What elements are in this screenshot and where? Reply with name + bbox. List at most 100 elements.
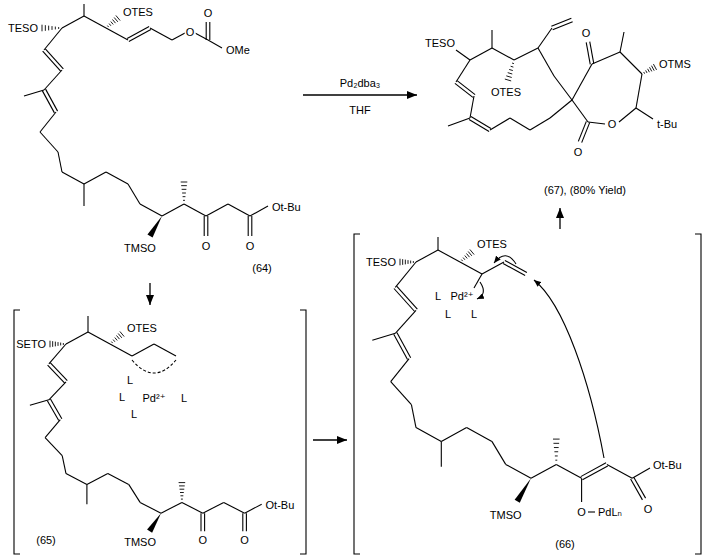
bond [538,48,554,76]
bond [456,60,470,82]
bond [530,118,550,130]
bond [118,333,122,337]
bond [646,70,647,73]
bond [83,184,84,206]
bond [441,428,466,442]
atom-label: O [239,535,250,546]
bracket [300,310,306,554]
bond [509,69,513,70]
bond [511,66,514,68]
bond [116,336,119,340]
bond [413,261,414,263]
bond [437,237,438,250]
bond [44,28,62,50]
atom-label: O [203,8,214,19]
bond [45,420,60,438]
bond [45,49,63,69]
atom-label: OMe [225,45,251,56]
bond [460,262,482,274]
bond [179,485,185,486]
bond [204,216,205,236]
solvent-label: THF [348,105,371,116]
bond [55,342,56,347]
bond [109,24,111,26]
bond [402,259,403,265]
bond [470,96,474,118]
bond [631,479,643,500]
bond [55,27,56,30]
bond [581,463,606,477]
curved-arrow [534,280,604,458]
reaction-arrow [559,208,560,229]
bond [44,70,62,90]
bond [62,172,84,184]
bond [251,216,252,236]
bond [416,250,438,262]
bond [66,474,87,485]
bond [207,216,208,236]
bond [206,204,228,216]
atom-label: TESO [7,23,39,34]
atom-label: TMSO [489,510,523,521]
bond [510,118,530,130]
compound: TESOOTESLPd²⁺LLOOt-BuTMSOOPdLₙ(66) [350,232,705,556]
atom-label: t-Bu [656,119,678,130]
bond [208,40,222,48]
atom-label: L [180,393,188,404]
bond [200,513,201,531]
atom-label: O [576,507,587,518]
bond [132,344,154,356]
atom-label: Pd²⁺ [142,393,167,404]
bond [572,64,592,100]
bond [209,22,210,40]
bond [58,342,59,346]
atom-label: O [607,119,618,130]
atom-label: OTES [122,7,154,18]
bond [154,344,176,356]
bond [48,365,65,383]
bracket [354,234,360,554]
bond [508,73,513,74]
atom-label: (64) [251,263,273,274]
bond [113,340,115,342]
atom-label: O [643,504,654,515]
bond [58,27,59,29]
atom-label: O [201,241,212,252]
atom-label: TMSO [123,537,157,548]
bond [592,52,620,64]
bond [551,18,571,26]
bond [224,502,245,513]
atom-label: O [198,535,209,546]
bond [183,196,186,197]
bond [550,100,572,118]
atom-label: (67), (80% Yield) [543,185,627,196]
bond [140,204,162,216]
bond [405,260,406,265]
bond [246,513,247,531]
allyl-arc [132,360,176,373]
atom-label: (65) [35,535,57,546]
bond [588,122,605,124]
bond [555,460,557,461]
atom-label: OTMS [658,59,692,70]
bond [42,25,43,32]
bond [50,341,51,348]
bond [391,382,412,405]
bond [228,204,250,216]
atom-label: O [245,241,256,252]
bond [469,120,489,132]
atom-label: Ot-Bu [271,202,302,213]
bond [619,108,636,122]
bond [491,30,492,48]
bond [461,260,462,261]
bond [116,15,120,20]
atom-label: Pd²⁺ [450,291,475,302]
bond [490,118,510,130]
atom-label: (66) [554,539,576,550]
bond [506,76,511,78]
bond [140,502,161,513]
atom-label: OTES [490,87,522,98]
bond [242,513,243,531]
bond [120,331,124,336]
